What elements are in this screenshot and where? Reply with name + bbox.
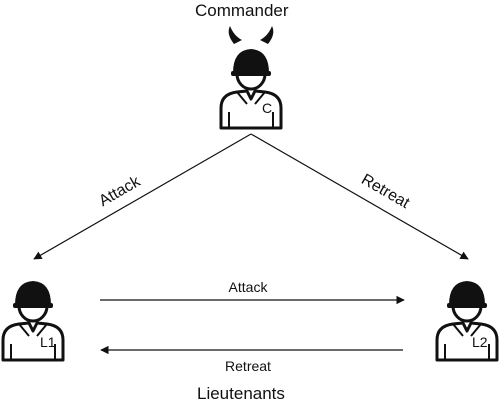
commander-figure: [219, 26, 283, 130]
label-l2-to-l1: Retreat: [225, 358, 271, 374]
arrow-commander-to-l1: [33, 133, 252, 260]
lieutenants-title: Lieutenants: [197, 384, 285, 403]
horns-icon: [228, 26, 274, 44]
commander-title: Commander: [195, 1, 289, 20]
soldier-icon: [219, 47, 283, 130]
lieutenant-l2-figure: [435, 279, 499, 362]
arrow-commander-to-l2: [250, 133, 469, 260]
l1-badge: L1: [40, 334, 56, 350]
label-l1-to-l2: Attack: [228, 279, 268, 295]
l2-badge: L2: [472, 334, 488, 350]
commander-badge: C: [262, 100, 273, 116]
soldier-icon: [435, 279, 499, 362]
